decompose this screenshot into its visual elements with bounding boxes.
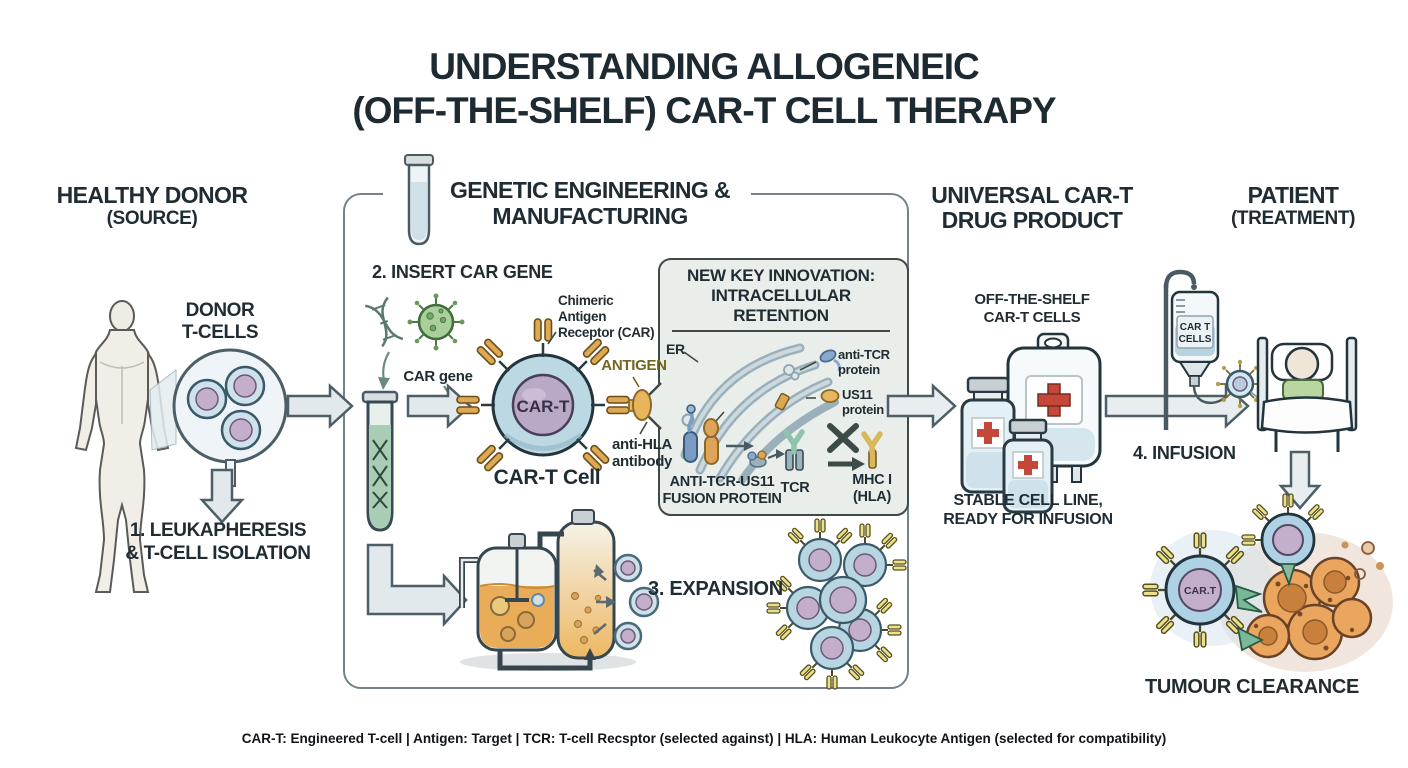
product-section-title-line2: DRUG PRODUCT [941,207,1123,233]
off-the-shelf-label-line2: CAR-T CELLS [983,309,1081,326]
innovation-divider [672,330,890,332]
donor-tcells-label-line2: T-CELLS [181,322,259,343]
step1-label-line1: 1. LEUKAPHERESIS [129,520,307,541]
anti-hla-label-line2: antibody [612,453,673,470]
iv-bag-icon: CAR T CELLS [1170,290,1228,405]
mhc-label-line2: (HLA) [853,489,891,505]
abbreviation-legend: CAR-T: Engineered T-cell | Antigen: Targ… [241,731,1167,746]
attack-cell-label: CAR.T [1184,585,1217,597]
fusion-label-line2: FUSION PROTEIN [662,491,782,507]
tumour-clearance-caption: TUMOUR CLEARANCE [1144,676,1360,698]
donor-section-subtitle: (SOURCE) [106,208,198,229]
arrow-patient-to-tumour [1278,450,1322,510]
donor-tcell [220,409,262,451]
patient-bed-icon [1256,336,1358,452]
step2-label: 2. INSERT CAR GENE [372,262,553,282]
tumour-cells [1245,541,1384,661]
us11-label-line2: protein [842,402,884,417]
step1-label-line2: & T-CELL ISOLATION [125,543,311,564]
car-receptor-label-line1: Chimeric [558,293,614,308]
attacking-cart-cell-labeled: CAR.T [1141,531,1265,652]
tcr-label: TCR [780,480,810,496]
arrow-product-to-patient [1104,383,1250,429]
donor-tcell [224,365,266,407]
off-the-shelf-label-line1: OFF-THE-SHELF [974,291,1090,308]
attacking-cart-cell-small [1241,493,1326,587]
iv-bag-label-line1: CAR T [1180,322,1211,333]
infused-cell-icon [1215,359,1275,413]
cart-cell-caption: CAR-T Cell [493,466,601,489]
engineering-title-mask [383,184,751,202]
page-title-line2: (OFF-THE-SHELF) CAR-T CELL THERAPY [352,90,1056,131]
anti-tcr-label-line2: protein [838,362,880,377]
innovation-title-line1: NEW KEY INNOVATION: [687,266,875,285]
innovation-title-line2: INTRACELLULAR [711,286,851,305]
us11-label-line1: US11 [842,387,873,402]
patient-section-title: PATIENT [1247,182,1339,208]
donor-tcell [186,378,228,420]
anti-tcr-label-line1: anti-TCR [838,347,890,362]
stable-cell-line-label-line2: READY FOR INFUSION [943,511,1113,528]
step4-label: 4. INFUSION [1133,443,1236,463]
donor-section-title: HEALTHY DONOR [56,182,248,208]
blood-bag-icon [1006,332,1102,503]
page-title-line1: UNDERSTANDING ALLOGENEIC [429,46,979,87]
car-receptor-label-line2: Antigen [558,309,607,324]
step3-label: 3. EXPANSION [648,578,783,600]
arrow-donor-to-leukapheresis [199,468,245,524]
engineering-section-title-line1: GENETIC ENGINEERING & [449,177,731,203]
anti-hla-label-line1: anti-HLA [612,436,673,453]
fusion-label-line1: ANTI-TCR-US11 [669,474,775,490]
donor-tcells-magnifier [149,348,288,487]
mhc-label-line1: MHC I [852,472,892,488]
er-label: ER [666,341,685,357]
stable-cell-line-label-line1: STABLE CELL LINE, [953,492,1103,509]
car-gene-label: CAR gene [403,368,473,385]
engineering-section-title-line2: MANUFACTURING [492,203,688,229]
antigen-label: ANTIGEN [601,357,667,374]
innovation-title-line3: RETENTION [733,306,829,325]
tumour-clearance-illustration: CAR.T [1141,493,1393,672]
product-section-title-line1: UNIVERSAL CAR-T [931,182,1133,208]
vial-icon [960,376,1016,494]
iv-bag-label-line2: CELLS [1179,334,1212,345]
car-receptor-label-line3: Receptor (CAR) [558,325,655,340]
iv-stand-icon [1163,269,1197,430]
donor-tcells-label-line1: DONOR [185,300,255,321]
patient-section-subtitle: (TREATMENT) [1231,208,1355,229]
